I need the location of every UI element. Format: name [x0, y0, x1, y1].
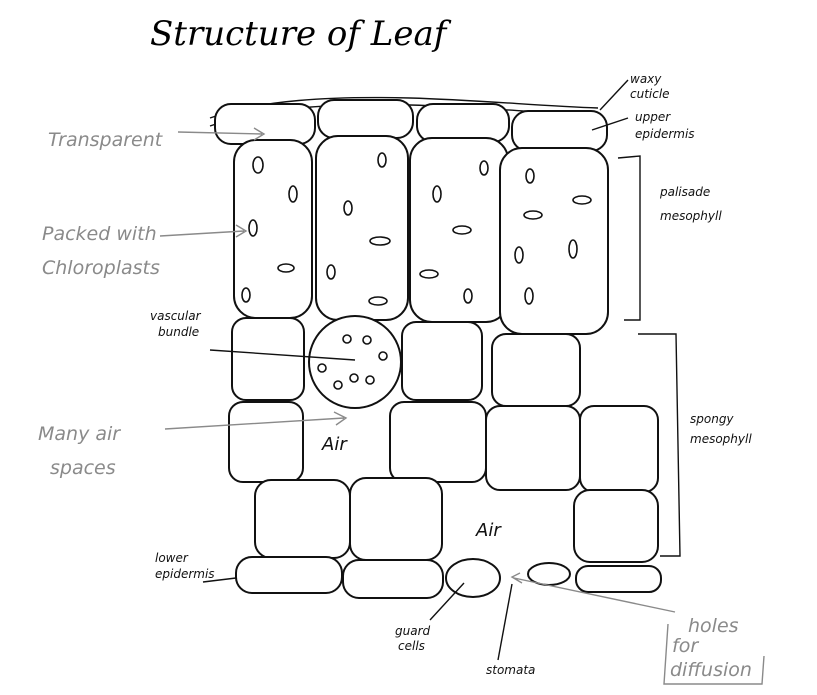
palisade-bracket: [617, 155, 641, 321]
annotation-air-spaces-1: Many air: [38, 423, 121, 445]
label-lower-1: lower: [155, 551, 189, 565]
annotation-transparent: Transparent: [48, 129, 164, 151]
spongy-mesophyll: [228, 317, 659, 563]
label-vascular-1: vascular: [150, 309, 202, 323]
annotation-holes-1: holes: [688, 615, 739, 637]
label-waxy-2: cuticle: [630, 87, 670, 101]
label-upper-1: upper: [635, 110, 671, 124]
annotation-holes-3: diffusion: [670, 659, 752, 681]
annotation-holes-2: for: [672, 635, 699, 657]
label-air-2: Air: [475, 520, 502, 541]
label-waxy-1: waxy: [630, 72, 662, 86]
label-upper-2: epidermis: [635, 127, 695, 141]
label-air-1: Air: [321, 434, 348, 455]
label-spongy-1: spongy: [690, 412, 734, 426]
annotation-air-spaces-2: spaces: [50, 457, 116, 479]
annotation-packed-1: Packed with: [42, 223, 157, 245]
label-vascular-2: bundle: [158, 325, 199, 339]
label-lower-2: epidermis: [155, 567, 215, 581]
label-palisade-1: palisade: [659, 185, 710, 199]
vascular-bundle: [308, 315, 402, 409]
chloroplasts: [241, 152, 592, 306]
label-spongy-2: mesophyll: [690, 432, 752, 446]
spongy-bracket: [638, 333, 681, 557]
label-palisade-2: mesophyll: [660, 209, 722, 223]
label-guard-1: guard: [395, 624, 431, 638]
diagram-title: Structure of Leaf: [150, 14, 452, 54]
palisade-mesophyll: [233, 135, 609, 335]
lower-epidermis: [235, 556, 662, 599]
holes-bracket: [663, 623, 765, 685]
annotation-packed-2: Chloroplasts: [42, 257, 160, 279]
label-stomata: stomata: [486, 663, 535, 677]
label-guard-2: cells: [398, 639, 425, 653]
guard-cells: [445, 558, 571, 598]
